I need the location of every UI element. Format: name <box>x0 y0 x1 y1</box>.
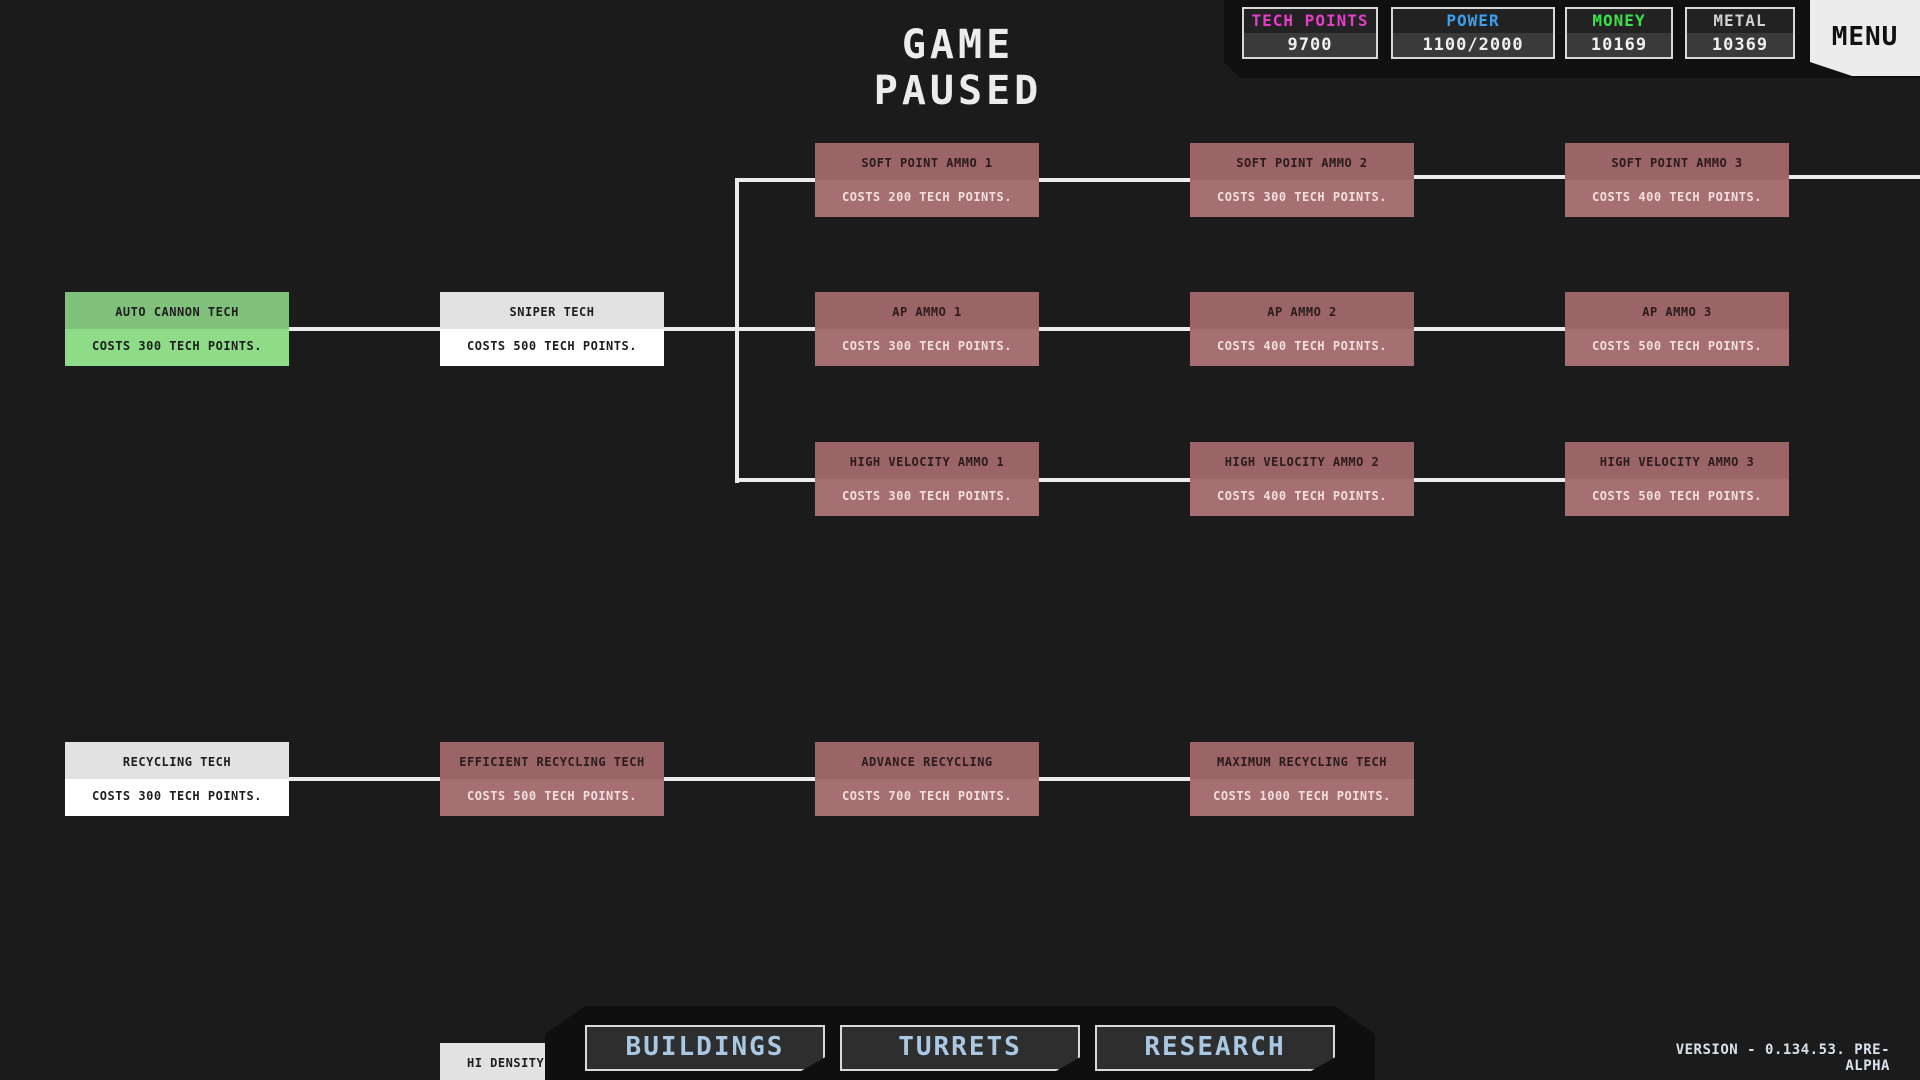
tech-node-name: RECYCLING TECH <box>65 742 289 779</box>
tech-node-name: AUTO CANNON TECH <box>65 292 289 329</box>
connector-line <box>1039 327 1190 331</box>
tech-node-ap-ammo-3[interactable]: AP AMMO 3 COSTS 500 TECH POINTS. <box>1565 292 1789 366</box>
connector-line <box>1414 175 1565 179</box>
money-value: 10169 <box>1567 33 1671 57</box>
tech-node-name: AP AMMO 1 <box>815 292 1039 329</box>
tech-node-cost: COSTS 500 TECH POINTS. <box>1565 479 1789 516</box>
tech-node-name: SOFT POINT AMMO 3 <box>1565 143 1789 180</box>
tech-points-value: 9700 <box>1244 33 1376 57</box>
tech-node-recycling[interactable]: RECYCLING TECH COSTS 300 TECH POINTS. <box>65 742 289 816</box>
tech-node-efficient-recycling[interactable]: EFFICIENT RECYCLING TECH COSTS 500 TECH … <box>440 742 664 816</box>
tech-node-cost: COSTS 300 TECH POINTS. <box>65 329 289 366</box>
tab-research[interactable]: RESEARCH <box>1095 1025 1335 1071</box>
connector-line <box>289 327 440 331</box>
connector-line <box>1039 478 1190 482</box>
metal-value: 10369 <box>1687 33 1793 57</box>
tech-node-cost: COSTS 300 TECH POINTS. <box>815 329 1039 366</box>
money-label: MONEY <box>1567 9 1671 33</box>
connector-line <box>1414 478 1565 482</box>
tech-node-cost: COSTS 500 TECH POINTS. <box>440 329 664 366</box>
menu-button[interactable]: MENU <box>1810 0 1920 76</box>
tech-node-sniper[interactable]: SNIPER TECH COSTS 500 TECH POINTS. <box>440 292 664 366</box>
tech-node-name: AP AMMO 3 <box>1565 292 1789 329</box>
power-display: POWER 1100/2000 <box>1391 7 1555 59</box>
tab-buildings[interactable]: BUILDINGS <box>585 1025 825 1071</box>
connector-line <box>664 327 815 331</box>
tech-node-soft-point-ammo-1[interactable]: SOFT POINT AMMO 1 COSTS 200 TECH POINTS. <box>815 143 1039 217</box>
connector-line <box>735 478 815 482</box>
tech-node-cost: COSTS 500 TECH POINTS. <box>440 779 664 816</box>
tech-node-cost: COSTS 400 TECH POINTS. <box>1190 479 1414 516</box>
tech-points-label: TECH POINTS <box>1244 9 1376 33</box>
tech-node-ap-ammo-1[interactable]: AP AMMO 1 COSTS 300 TECH POINTS. <box>815 292 1039 366</box>
tech-node-ap-ammo-2[interactable]: AP AMMO 2 COSTS 400 TECH POINTS. <box>1190 292 1414 366</box>
connector-line <box>1414 327 1565 331</box>
power-value: 1100/2000 <box>1393 33 1553 57</box>
tech-node-name: ADVANCE RECYCLING <box>815 742 1039 779</box>
connector-line <box>289 777 440 781</box>
tech-node-name: SNIPER TECH <box>440 292 664 329</box>
connector-line <box>735 178 815 182</box>
connector-line <box>664 777 815 781</box>
connector-line <box>1039 178 1190 182</box>
metal-display: METAL 10369 <box>1685 7 1795 59</box>
tab-turrets[interactable]: TURRETS <box>840 1025 1080 1071</box>
tech-node-name: HIGH VELOCITY AMMO 2 <box>1190 442 1414 479</box>
tech-node-soft-point-ammo-3[interactable]: SOFT POINT AMMO 3 COSTS 400 TECH POINTS. <box>1565 143 1789 217</box>
tech-node-name: AP AMMO 2 <box>1190 292 1414 329</box>
connector-line <box>1789 175 1920 179</box>
tech-node-name: EFFICIENT RECYCLING TECH <box>440 742 664 779</box>
tech-node-name: HIGH VELOCITY AMMO 1 <box>815 442 1039 479</box>
tech-node-cost: COSTS 200 TECH POINTS. <box>815 180 1039 217</box>
tech-node-cost: COSTS 300 TECH POINTS. <box>1190 180 1414 217</box>
metal-label: METAL <box>1687 9 1793 33</box>
tech-node-name: MAXIMUM RECYCLING TECH <box>1190 742 1414 779</box>
tech-node-cost: COSTS 700 TECH POINTS. <box>815 779 1039 816</box>
tech-node-cost: COSTS 400 TECH POINTS. <box>1190 329 1414 366</box>
game-paused-title: GAME PAUSED <box>873 22 1043 114</box>
tech-node-cost: COSTS 300 TECH POINTS. <box>815 479 1039 516</box>
money-display: MONEY 10169 <box>1565 7 1673 59</box>
tech-node-high-velocity-ammo-3[interactable]: HIGH VELOCITY AMMO 3 COSTS 500 TECH POIN… <box>1565 442 1789 516</box>
tech-node-advance-recycling[interactable]: ADVANCE RECYCLING COSTS 700 TECH POINTS. <box>815 742 1039 816</box>
tech-node-high-velocity-ammo-2[interactable]: HIGH VELOCITY AMMO 2 COSTS 400 TECH POIN… <box>1190 442 1414 516</box>
tech-node-maximum-recycling[interactable]: MAXIMUM RECYCLING TECH COSTS 1000 TECH P… <box>1190 742 1414 816</box>
tech-node-high-velocity-ammo-1[interactable]: HIGH VELOCITY AMMO 1 COSTS 300 TECH POIN… <box>815 442 1039 516</box>
connector-line <box>1039 777 1190 781</box>
tech-node-name: HIGH VELOCITY AMMO 3 <box>1565 442 1789 479</box>
tech-node-auto-cannon[interactable]: AUTO CANNON TECH COSTS 300 TECH POINTS. <box>65 292 289 366</box>
tech-points-display: TECH POINTS 9700 <box>1242 7 1378 59</box>
tech-node-soft-point-ammo-2[interactable]: SOFT POINT AMMO 2 COSTS 300 TECH POINTS. <box>1190 143 1414 217</box>
tech-node-cost: COSTS 300 TECH POINTS. <box>65 779 289 816</box>
version-text: VERSION - 0.134.53. PRE-ALPHA <box>1675 1042 1890 1074</box>
tech-node-name: SOFT POINT AMMO 2 <box>1190 143 1414 180</box>
tech-node-cost: COSTS 500 TECH POINTS. <box>1565 329 1789 366</box>
tech-node-cost: COSTS 400 TECH POINTS. <box>1565 180 1789 217</box>
connector-line <box>735 178 739 483</box>
power-label: POWER <box>1393 9 1553 33</box>
tech-node-cost: COSTS 1000 TECH POINTS. <box>1190 779 1414 816</box>
tech-node-name: SOFT POINT AMMO 1 <box>815 143 1039 180</box>
